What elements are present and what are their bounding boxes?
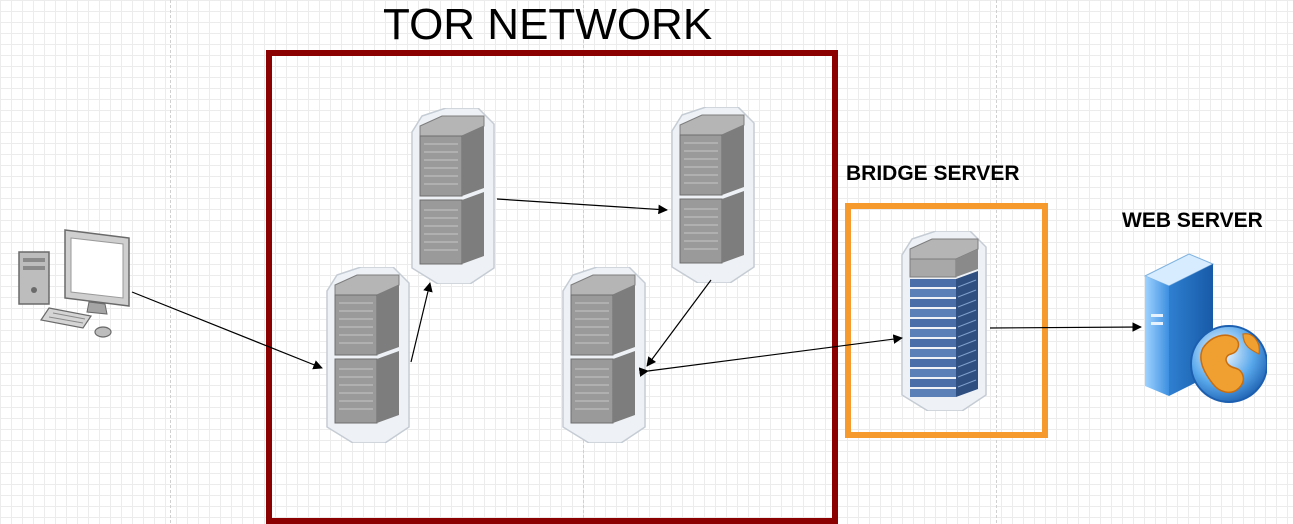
edge-relay-2-to-relay-3 bbox=[496, 198, 668, 215]
server-rack-icon[interactable] bbox=[323, 267, 413, 443]
page-guide-line bbox=[996, 0, 997, 523]
bridge-server-label: BRIDGE SERVER bbox=[846, 162, 1020, 185]
server-rack-icon[interactable] bbox=[668, 107, 758, 283]
bridge-server-rack-icon[interactable] bbox=[900, 231, 990, 411]
edge-relay-3-to-relay-4 bbox=[646, 279, 712, 367]
web-server-globe-icon[interactable] bbox=[1143, 250, 1267, 406]
web-server-label: WEB SERVER bbox=[1122, 209, 1263, 232]
desktop-computer-icon[interactable] bbox=[17, 228, 133, 340]
edge-bridge-to-web bbox=[989, 322, 1142, 332]
bridge-server-boundary[interactable] bbox=[845, 203, 1048, 438]
edge-relay-1-to-relay-2 bbox=[410, 282, 433, 363]
edge-client-to-relay-1 bbox=[131, 291, 323, 370]
server-rack-icon[interactable] bbox=[559, 267, 649, 443]
diagram-title: TOR NETWORK bbox=[383, 0, 713, 49]
page-guide-line bbox=[170, 0, 171, 523]
page-guide-line bbox=[583, 0, 584, 523]
server-rack-icon[interactable] bbox=[408, 108, 498, 284]
edge-relay-4-bridge-bidirectional bbox=[638, 334, 903, 377]
tor-network-boundary[interactable] bbox=[266, 50, 838, 524]
